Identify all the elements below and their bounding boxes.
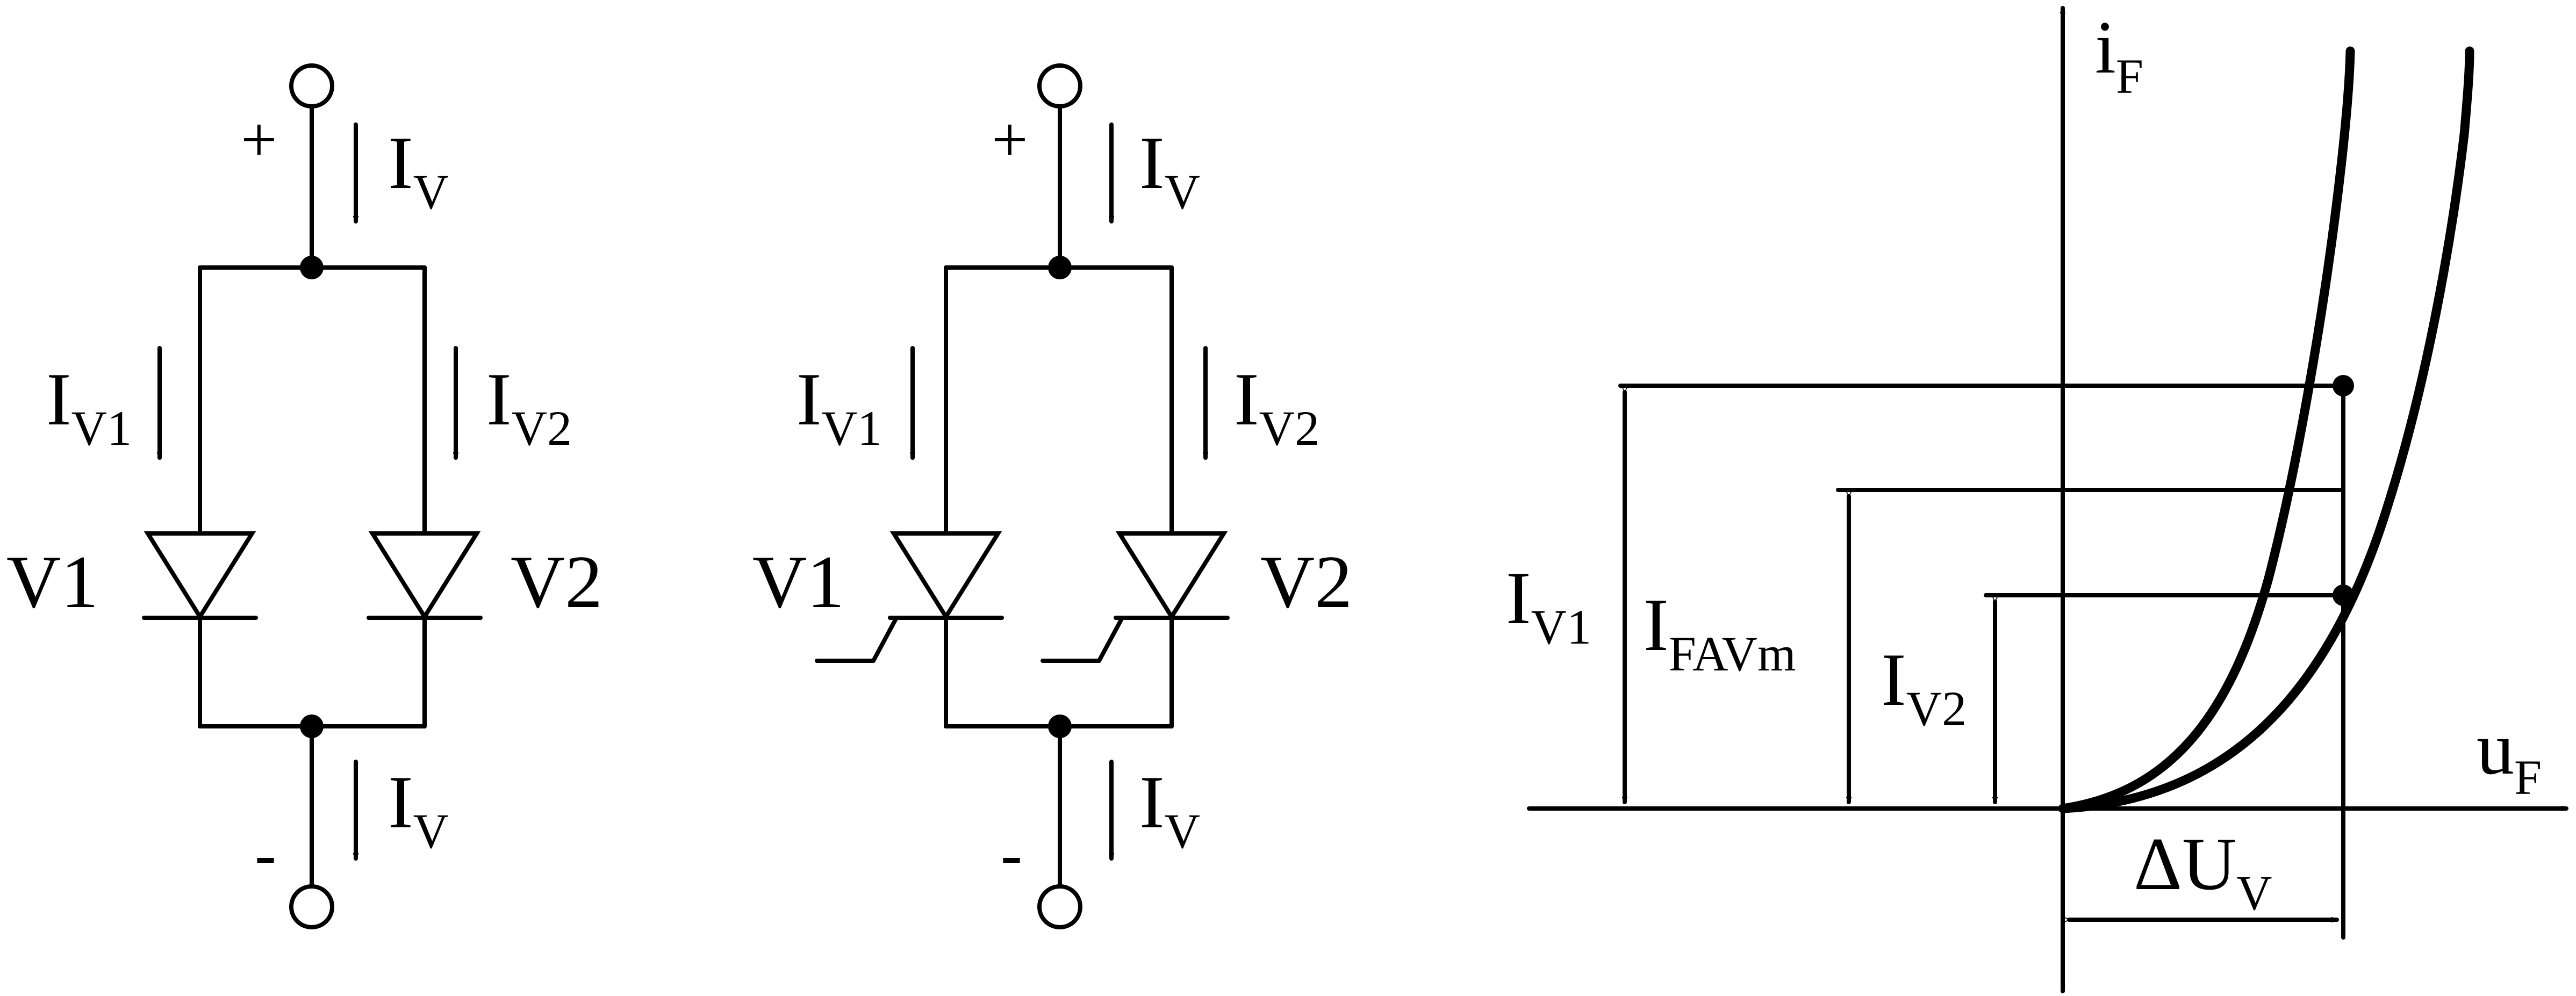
- label-iv-top: IV: [1139, 121, 1200, 219]
- junction-top: [1048, 256, 1072, 279]
- label-ifavm: IFAVm: [1644, 583, 1796, 681]
- label-v2: V2: [511, 540, 602, 624]
- label-iv2: IV2: [1881, 638, 1967, 736]
- diode-parallel-circuit: + - IV IV IV1 IV2 V1 V2: [6, 63, 602, 929]
- operating-point-v2: [2333, 584, 2354, 606]
- terminal-plus: [1037, 63, 1082, 109]
- curve-diode-v1: [2058, 46, 2355, 813]
- label-v2: V2: [1260, 540, 1352, 624]
- diode-v1-symbol: [142, 531, 258, 621]
- label-iv-top: IV: [388, 121, 449, 219]
- label-v1: V1: [752, 540, 844, 624]
- junction-bottom: [300, 714, 324, 738]
- thyristor-v2-symbol: [1041, 531, 1230, 663]
- junction-top: [300, 256, 324, 279]
- terminal-plus: [289, 63, 334, 109]
- diode-v2-symbol: [367, 531, 483, 621]
- label-plus: +: [241, 104, 277, 175]
- forward-characteristic-graph: iF uF IV1 IFAVm IV2 ΔUV: [1506, 6, 2568, 993]
- label-iv2: IV2: [486, 358, 572, 456]
- junction-bottom: [1048, 714, 1072, 738]
- operating-point-v1: [2333, 375, 2354, 396]
- terminal-minus: [1037, 884, 1082, 929]
- terminal-minus: [289, 884, 334, 929]
- label-v1: V1: [6, 540, 98, 624]
- label-minus: -: [255, 818, 276, 890]
- gate-lead-v1: [815, 616, 916, 663]
- label-delta-uv: ΔUV: [2134, 822, 2272, 920]
- label-iv1: IV1: [797, 358, 882, 456]
- label-iv1: IV1: [46, 358, 132, 456]
- label-iv2: IV2: [1234, 358, 1319, 456]
- thyristor-v1-symbol: [815, 531, 1004, 663]
- curve-diode-v2: [2058, 46, 2474, 813]
- label-minus: -: [1001, 818, 1022, 890]
- gate-lead-v2: [1041, 616, 1142, 663]
- label-y-axis: iF: [2095, 6, 2143, 104]
- label-iv1: IV1: [1506, 557, 1591, 654]
- label-plus: +: [992, 104, 1028, 175]
- thyristor-parallel-circuit: + - IV IV IV1 IV2 V1 V2: [752, 63, 1352, 929]
- label-iv-bottom: IV: [388, 761, 449, 858]
- label-iv-bottom: IV: [1139, 761, 1200, 858]
- label-x-axis: uF: [2477, 707, 2542, 805]
